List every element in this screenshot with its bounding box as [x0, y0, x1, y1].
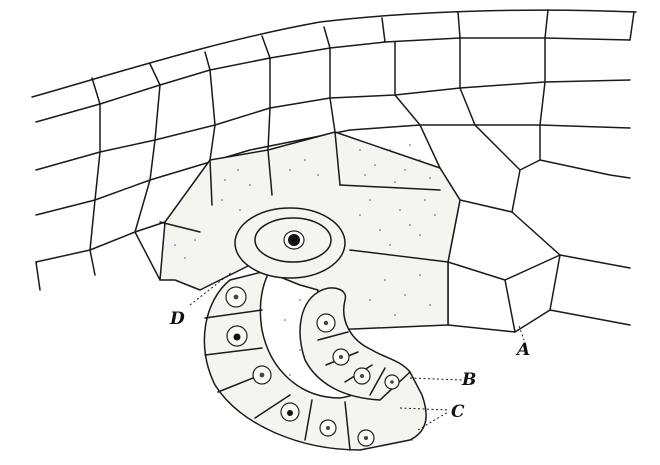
label-c: C	[451, 404, 465, 421]
nucleus	[333, 349, 349, 365]
nucleus	[281, 403, 299, 421]
label-a: A	[517, 342, 530, 359]
label-d: D	[170, 311, 185, 328]
nucleus	[226, 287, 246, 307]
nucleolus	[288, 234, 300, 246]
nucleus	[253, 366, 271, 384]
nucleus	[320, 420, 336, 436]
nucleus	[358, 430, 374, 446]
leader-b	[410, 378, 462, 380]
nucleus	[227, 326, 247, 346]
epidermis-inner	[36, 38, 630, 122]
label-b: B	[462, 372, 476, 389]
nucleus	[385, 375, 399, 389]
nucleus	[354, 368, 370, 384]
nucleus	[317, 314, 335, 332]
